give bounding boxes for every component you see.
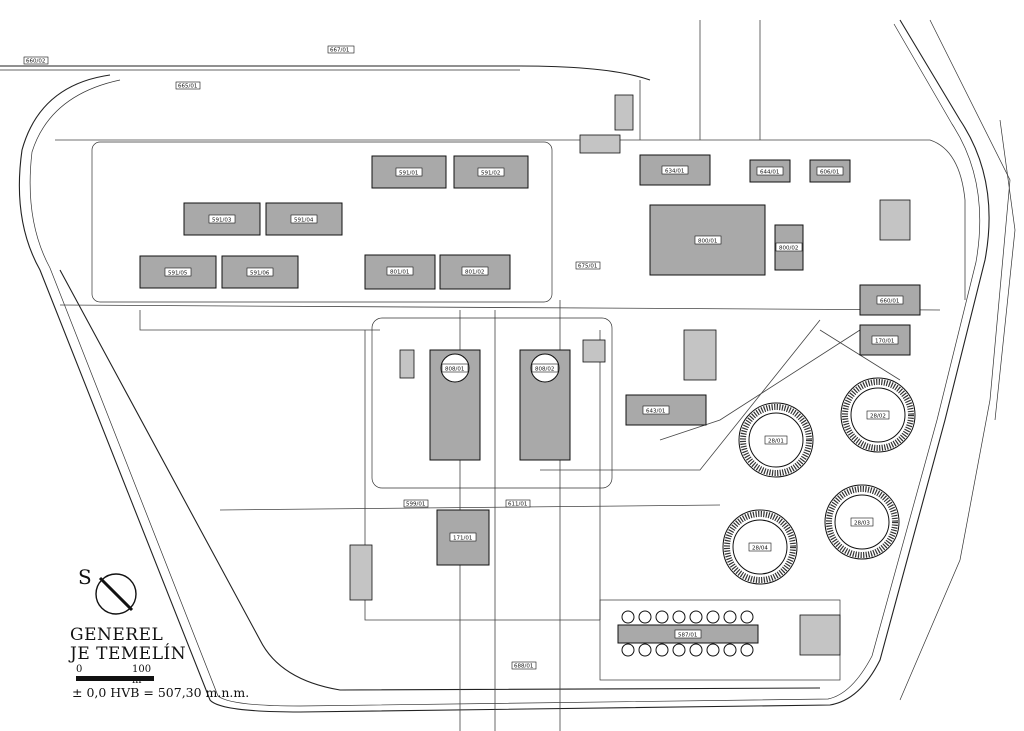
elevation-note: ± 0,0 HVB = 507,30 m.n.m. [72,685,250,700]
label-b16: 171/01 [453,536,472,542]
misc-label-2: 665/01 [178,84,197,90]
misc-label-7: 688/01 [514,664,533,670]
tank-farm [621,610,754,657]
legend-title-line1: GENEREL [70,625,164,645]
scale-start-label: 0 [76,664,83,675]
label-b9: 808/01 [445,367,464,373]
building-small-7 [614,94,634,131]
label-b12: 800/02 [779,246,798,252]
label-b10: 808/02 [535,367,554,373]
label-b1: 591/01 [399,171,418,177]
cooling-towers [722,377,916,585]
building-small-5 [399,349,415,379]
building-small-6 [582,339,606,363]
label-b11: 800/01 [698,239,717,245]
building-labels: 591/01 591/02 591/03 591/04 591/05 591/0… [164,165,904,639]
label-b6: 591/06 [250,271,270,277]
label-b18: 643/01 [646,409,665,415]
scale-end-label: 100 m [132,664,152,686]
north-letter: S [78,565,92,589]
label-b2: 591/02 [481,171,500,177]
label-b15: 606/01 [820,170,839,176]
misc-label-5: 599/01 [406,502,425,508]
building-layer [139,94,921,656]
legend-title-line2: JE TEMELÍN [70,644,187,664]
building-b8 [439,254,511,290]
label-b13: 634/01 [665,169,684,175]
building-small-3 [879,199,911,241]
tower-labels: 28/01 28/02 28/03 28/04 [748,410,890,552]
label-t3: 28/03 [854,521,870,527]
scale-bar [76,676,154,681]
misc-label-6: 611/01 [508,502,527,508]
label-t4: 28/04 [752,546,768,552]
label-b19: 660/01 [880,299,899,305]
building-small-8 [579,134,621,154]
building-small-2 [683,329,717,381]
label-b5: 591/05 [168,271,188,277]
label-b20: 170/01 [875,339,894,345]
building-small-4 [799,614,841,656]
perimeter-railway [0,19,1016,731]
label-b3: 591/03 [212,218,232,224]
label-b4: 591/04 [294,218,314,224]
label-b8: 801/02 [465,270,484,276]
misc-label-4: 675/01 [578,264,597,270]
label-t2: 28/02 [870,414,886,420]
label-b7: 801/01 [390,270,409,276]
building-small-1 [349,544,373,601]
label-t1: 28/01 [768,439,784,445]
misc-label-1: 660/02 [26,59,45,65]
north-arrow: S [78,565,137,615]
misc-labels: 660/02 665/01 667/01 675/01 599/01 611/0… [23,45,601,670]
label-b14: 644/01 [760,170,779,176]
building-b2 [453,155,529,189]
misc-label-3: 667/01 [330,48,349,54]
label-b17: 587/01 [678,633,697,639]
